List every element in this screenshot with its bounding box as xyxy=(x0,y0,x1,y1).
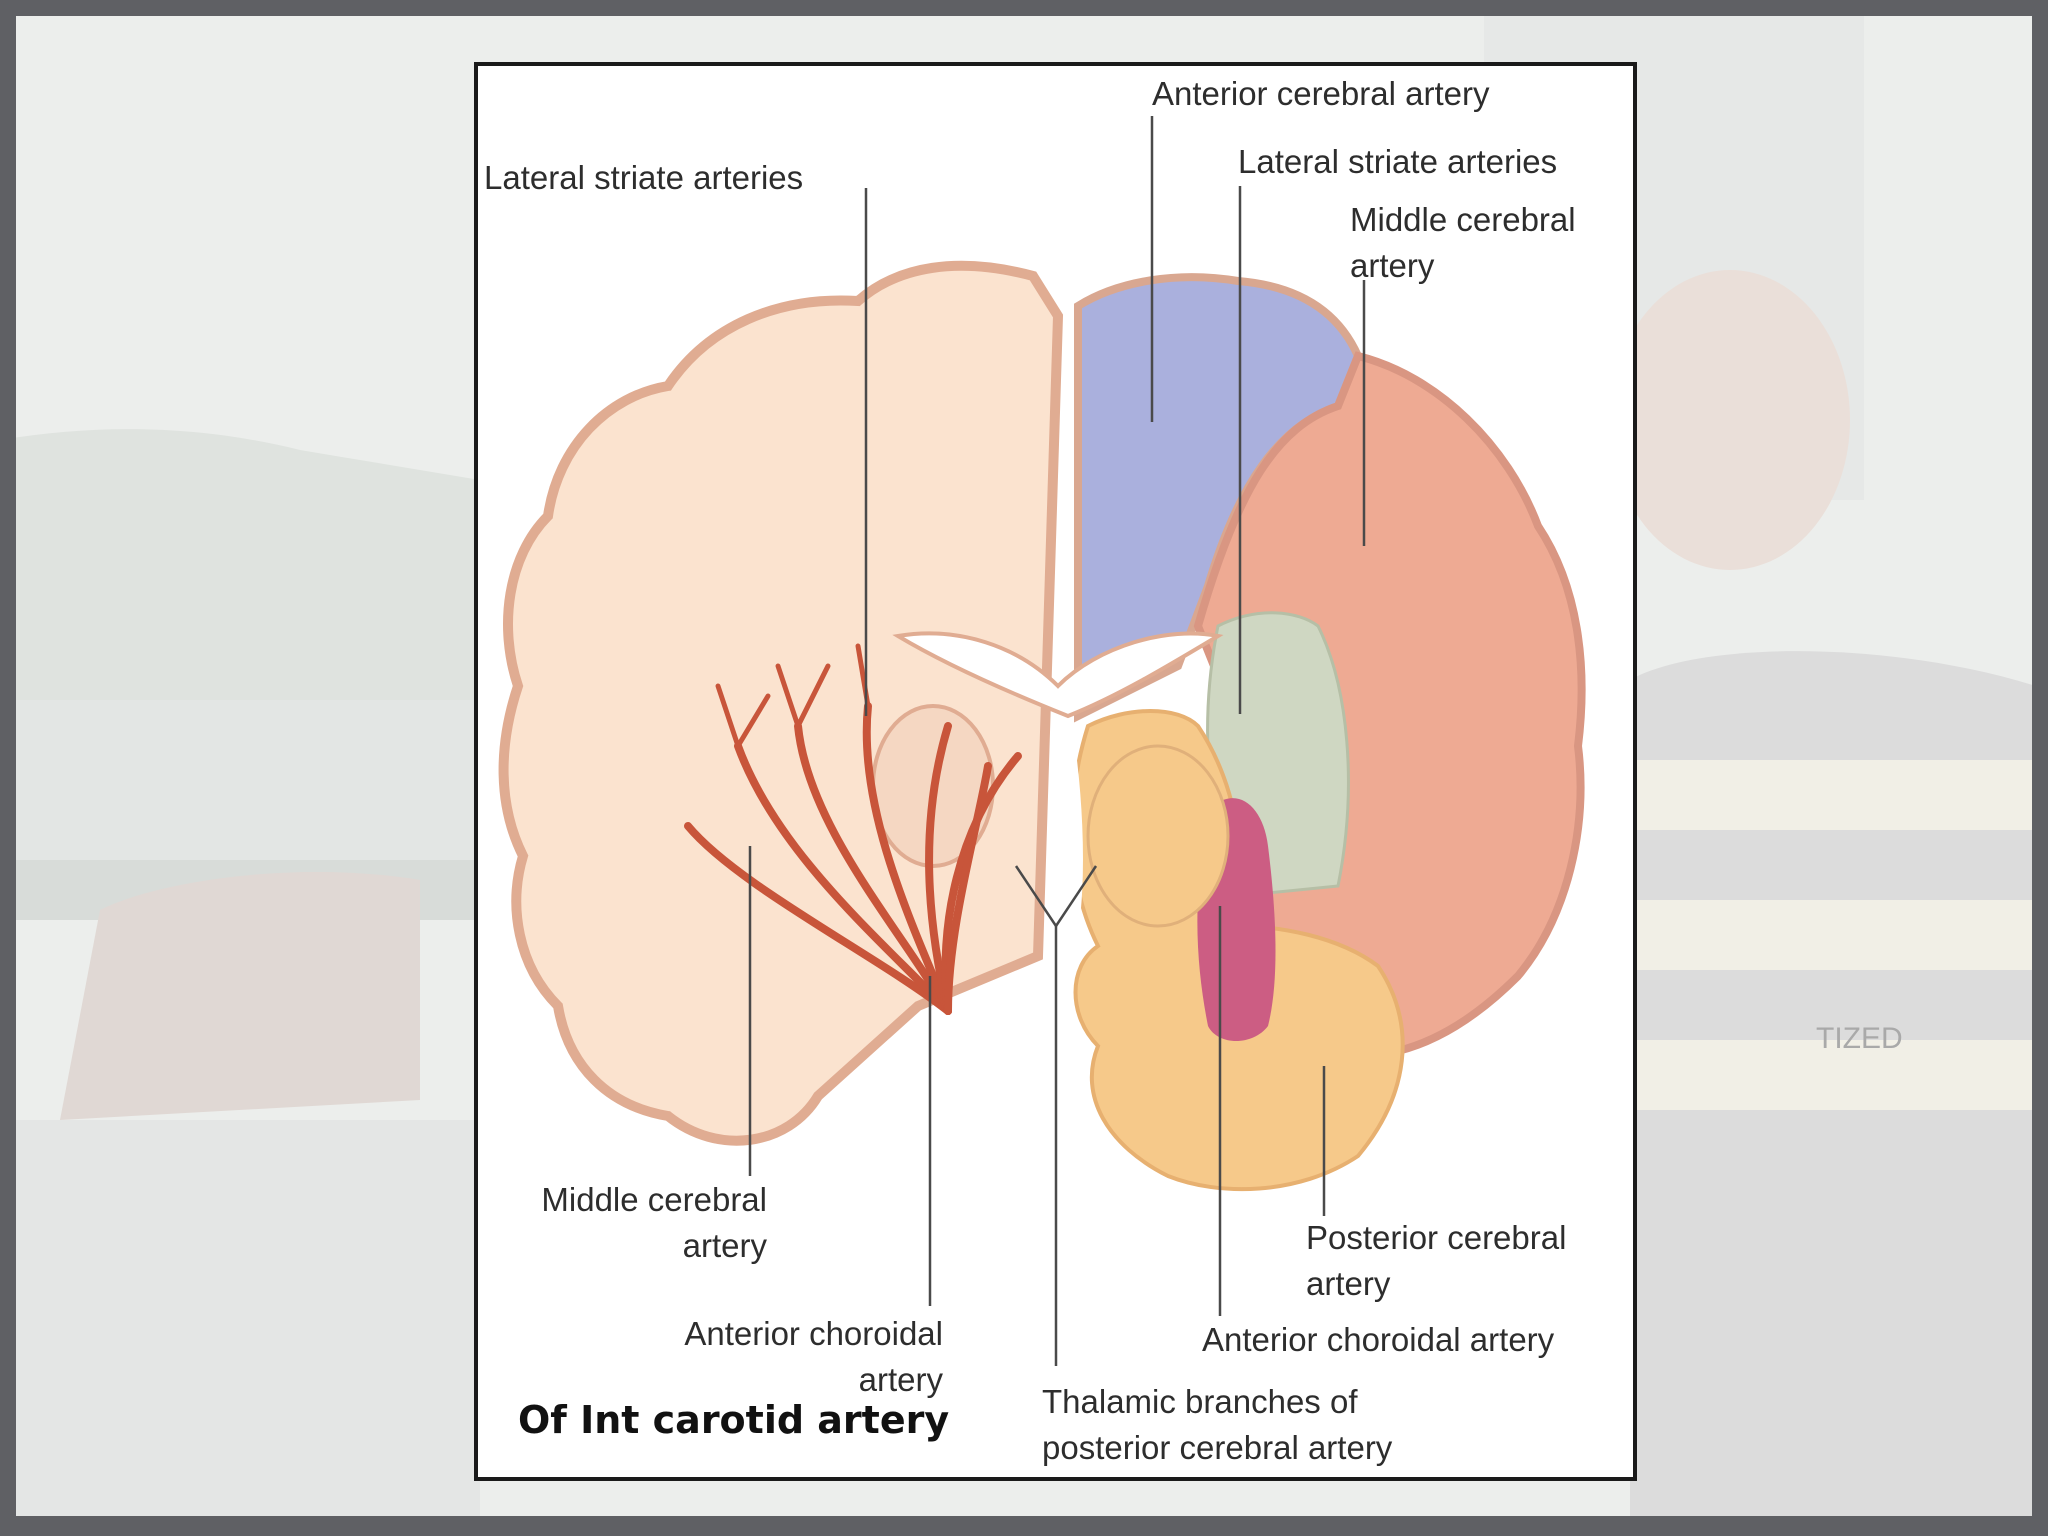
shirt-print: TIZED xyxy=(1816,1022,1903,1055)
label-anterior-cerebral-artery: Anterior cerebral artery xyxy=(1152,75,1490,112)
label-middle-cerebral-left-line1: Middle cerebral xyxy=(541,1181,767,1218)
label-lateral-striate-arteries-left: Lateral striate arteries xyxy=(484,159,804,196)
label-thalamic-line1: Thalamic branches of xyxy=(1042,1383,1358,1420)
label-posterior-cerebral-line2: artery xyxy=(1306,1265,1391,1302)
figure-caption: Of Int carotid artery xyxy=(518,1398,950,1442)
label-middle-cerebral-right-line2: artery xyxy=(1350,247,1435,284)
right-thalamus xyxy=(1086,744,1230,928)
label-thalamic-line2: posterior cerebral artery xyxy=(1042,1429,1393,1466)
label-middle-cerebral-right-line1: Middle cerebral xyxy=(1350,201,1576,238)
leader-lines xyxy=(748,116,1366,1366)
label-anterior-choroidal-right: Anterior choroidal artery xyxy=(1202,1321,1555,1358)
left-hemisphere xyxy=(498,260,1064,1146)
anatomy-figure: Anterior cerebral artery Lateral striate… xyxy=(474,62,1637,1481)
label-anterior-choroidal-left-line2: artery xyxy=(858,1361,943,1398)
brain-coronal-section xyxy=(498,116,1586,1366)
lateral-striate-arteries xyxy=(684,702,1022,1015)
lateral-ventricles xyxy=(892,631,1224,719)
label-anterior-choroidal-left-line1: Anterior choroidal xyxy=(684,1315,943,1352)
third-ventricle xyxy=(1054,724,1083,928)
label-posterior-cerebral-line1: Posterior cerebral xyxy=(1306,1219,1567,1256)
label-lateral-striate-arteries-right: Lateral striate arteries xyxy=(1238,143,1558,180)
label-middle-cerebral-left-line2: artery xyxy=(682,1227,767,1264)
